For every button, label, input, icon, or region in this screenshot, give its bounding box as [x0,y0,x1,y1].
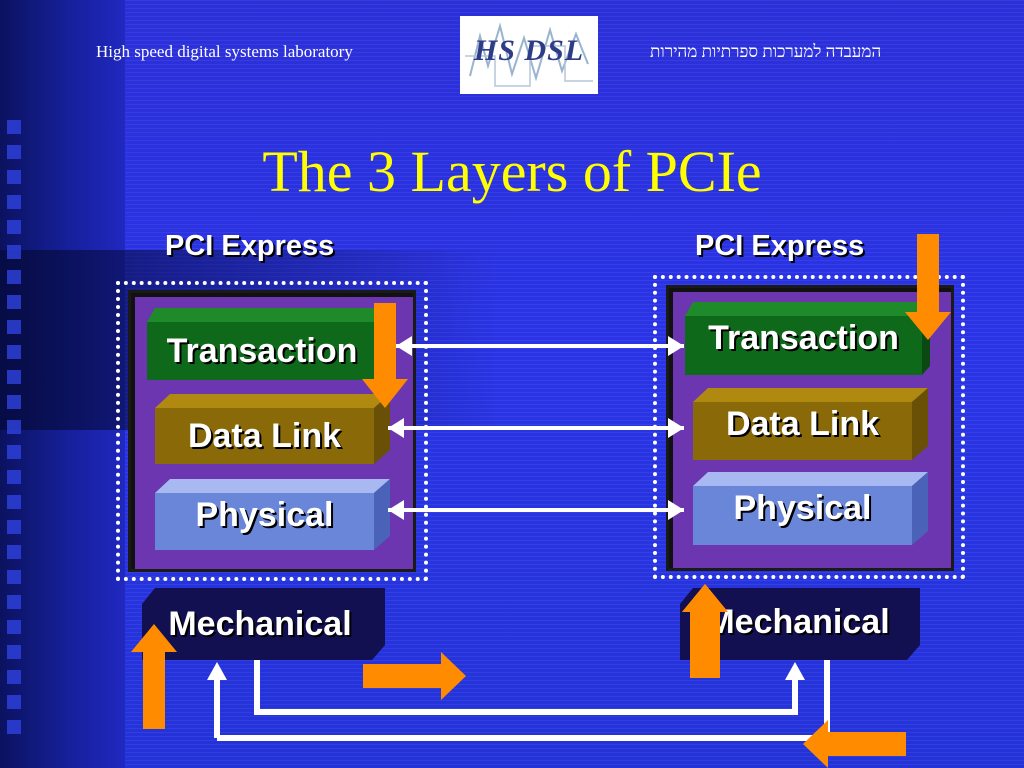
right-data-link-block [693,388,928,460]
logo-text: HS DSL [473,34,585,67]
right-mechanical-block [680,588,920,660]
left-physical-label: Physical [195,496,334,534]
left-data-link-block [155,394,390,464]
left-transaction-label: Transaction [166,332,358,370]
right-transaction-block [685,302,930,375]
data-link-link-arrow [388,418,684,438]
right-physical-label: Physical [733,489,872,527]
right-transaction-label: Transaction [708,319,899,357]
background-squares [7,120,27,745]
orange-arrow-down-left [362,303,408,408]
left-data-link-label: Data Link [187,417,342,455]
left-stack-label: PCI Express [165,230,335,262]
orange-arrow-up-left [131,624,177,729]
lab-name-english: High speed digital systems laboratory [96,42,353,61]
orange-arrow-down-right [905,234,951,340]
logo-waveform-icon [465,22,593,87]
physical-link-arrow [388,500,684,520]
right-physical-block [693,472,928,545]
right-data-link-label: Data Link [725,405,880,443]
left-mechanical-label: Mechanical [168,605,352,643]
lab-name-hebrew: המעבדה למערכות ספרתיות מהירות [650,42,882,61]
right-mechanical-label: Mechanical [706,603,890,641]
left-stack-dotted-frame [116,281,428,581]
transaction-link-arrow [396,336,684,356]
left-physical-block [155,479,390,550]
slide-title: The 3 Layers of PCIe [262,139,762,204]
right-stack-label: PCI Express [695,230,865,262]
bottom-wiring-inner [254,660,805,715]
orange-arrow-left [803,720,906,768]
left-mechanical-block [142,588,385,660]
orange-arrow-right [363,652,466,700]
orange-arrow-up-right-head [682,584,728,612]
orange-arrow-up-right-shaft [690,612,720,678]
hs-dsl-logo: HS DSL [460,16,598,94]
